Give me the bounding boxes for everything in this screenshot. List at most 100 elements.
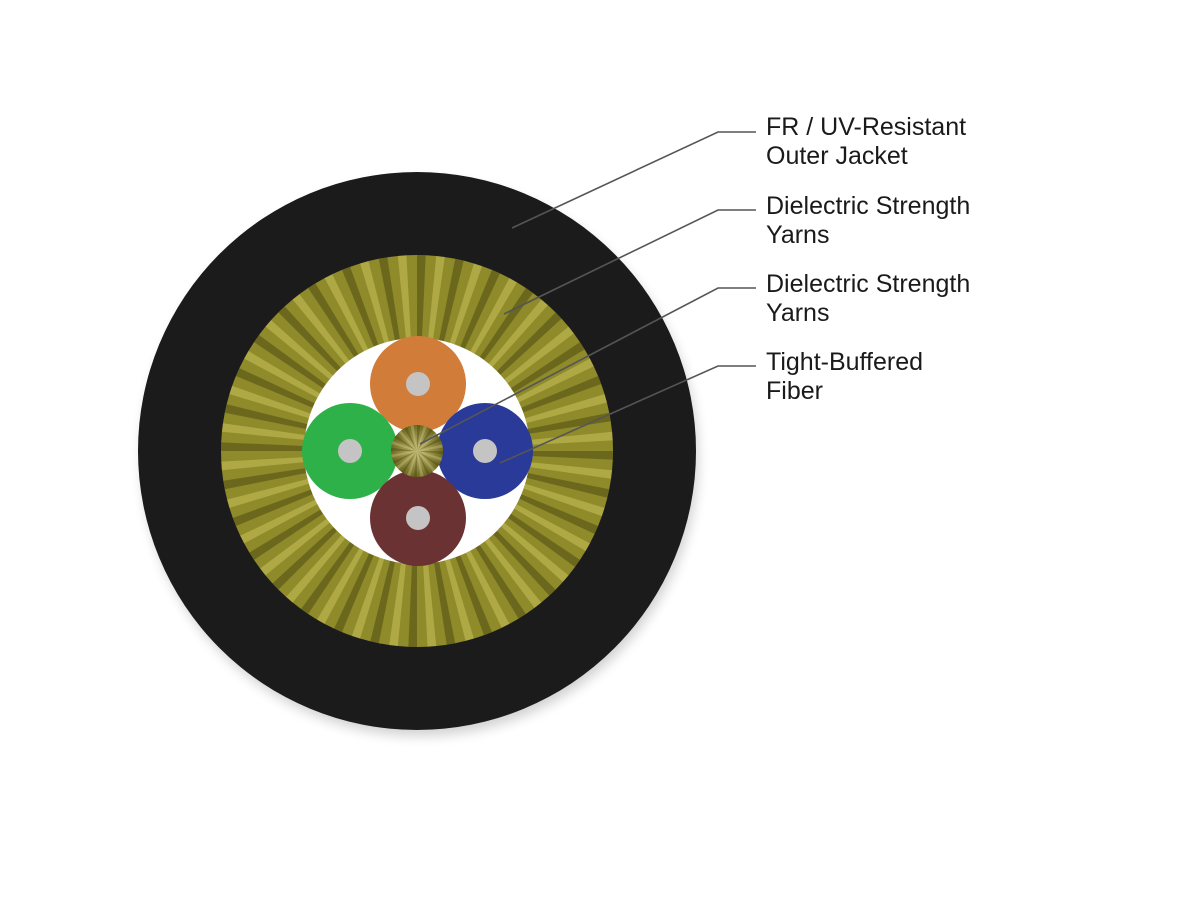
callout-line: Dielectric Strength <box>766 270 971 298</box>
strength-yarn-strand <box>529 451 613 460</box>
central-member-strand <box>391 451 417 458</box>
strength-yarn-strand <box>439 258 464 342</box>
strength-yarn-strand <box>278 306 341 372</box>
strength-yarn-strand <box>460 269 500 349</box>
callout-outer-jacket-label: FR / UV-Resistant Outer Jacket <box>766 113 1166 171</box>
strength-yarn-strand <box>224 404 308 429</box>
strength-yarn-strand <box>428 255 445 340</box>
strength-yarn-strand <box>249 509 324 560</box>
strength-yarn-strand <box>423 563 437 647</box>
fiber-core <box>338 439 362 463</box>
central-member-strand <box>404 426 417 451</box>
central-strength-member <box>391 425 443 477</box>
strength-yarn-strand <box>501 522 569 582</box>
central-member-strand <box>417 451 430 476</box>
strength-yarn-strand <box>525 394 607 424</box>
strength-yarn-strand <box>455 555 493 636</box>
strength-yarn-strand <box>221 442 305 451</box>
strength-yarn-strand <box>244 351 320 398</box>
strength-yarn-strand <box>488 299 548 367</box>
leader-line-yarns-2 <box>419 287 756 445</box>
strength-yarn-strand <box>408 563 417 647</box>
central-member-strand <box>401 451 417 474</box>
strength-yarn-strand <box>272 527 338 590</box>
strength-yarn-strand <box>260 518 330 576</box>
strength-yarn-strand <box>496 312 562 375</box>
strength-yarn-strand <box>254 335 326 389</box>
strength-yarn-strand <box>397 255 411 339</box>
fiber-core <box>406 372 430 396</box>
central-member-strand <box>407 451 417 477</box>
strength-yarn-strand <box>324 274 369 352</box>
callout-strength-yarns-label: Dielectric Strength Yarns <box>766 192 1166 250</box>
strength-yarn-strand <box>370 560 395 644</box>
strength-yarn-strand <box>504 326 574 384</box>
strength-yarn-strand <box>301 542 355 614</box>
callout-line: Fiber <box>766 377 823 405</box>
central-member-strand <box>417 451 440 467</box>
callout-line: Tight-Buffered <box>766 348 924 376</box>
strength-yarn-strand <box>292 294 350 364</box>
central-member-strand <box>417 451 436 472</box>
callout-tight-buffered-fiber-label: Tight-Buffered Fiber <box>766 348 1166 406</box>
strength-yarn-strand <box>519 494 599 534</box>
callout-line: FR / UV-Resistant <box>766 113 967 141</box>
central-member-strand <box>417 425 427 451</box>
central-member-strand <box>417 451 424 477</box>
central-member-strand <box>394 435 417 451</box>
strength-yarn-strand <box>508 513 580 567</box>
central-member-strand <box>398 430 417 451</box>
strength-yarn-strand <box>232 489 313 527</box>
leader-line-jacket <box>511 131 756 229</box>
strength-yarn-strand <box>235 368 315 408</box>
strength-yarn-strand <box>360 261 390 343</box>
strength-yarn-strand <box>475 544 526 619</box>
central-member-strand <box>413 451 417 477</box>
strength-yarn-strand <box>465 550 510 628</box>
callout-line: Yarns <box>766 299 830 327</box>
strength-yarn-strand <box>351 557 385 639</box>
central-member-strand <box>417 451 443 461</box>
callout-line: Outer Jacket <box>766 142 908 170</box>
strength-yarn-strand <box>528 462 613 479</box>
strength-yarn-ring <box>221 255 613 647</box>
central-member-strand <box>417 444 443 451</box>
central-member-strand <box>417 428 433 451</box>
strength-yarn-strand <box>221 457 305 471</box>
strength-yarn-strand <box>265 320 333 380</box>
central-member-strand <box>396 451 417 470</box>
strength-yarn-strand <box>334 553 374 633</box>
strength-yarn-strand <box>529 431 613 445</box>
strength-yarn-strand <box>527 412 611 434</box>
strength-yarn-strand <box>317 548 364 624</box>
strength-yarn-strand <box>434 561 456 645</box>
strength-yarn-strand <box>493 530 556 596</box>
strength-yarn-strand <box>516 358 594 403</box>
callout-leader-lines <box>419 131 756 464</box>
strength-yarn-strand <box>223 468 307 490</box>
central-member-strand <box>391 447 417 451</box>
leader-line-yarns-1 <box>503 209 756 315</box>
central-member-strand <box>417 425 421 451</box>
strength-yarn-strand <box>378 257 400 341</box>
strength-yarn-strand <box>510 342 585 393</box>
callout-line: Dielectric Strength <box>766 192 971 220</box>
leader-line-fiber <box>499 365 756 464</box>
strength-yarn-strand <box>229 385 311 419</box>
strength-yarn-strand <box>449 263 483 345</box>
strength-yarn-strand <box>286 535 346 603</box>
strength-yarn-strand <box>484 538 542 608</box>
strength-yarn-strand <box>523 483 605 517</box>
strength-yarn-strand <box>417 255 426 339</box>
strength-yarn-strand <box>240 499 318 544</box>
central-member-strand <box>392 451 417 464</box>
strength-yarn-strand <box>227 478 309 508</box>
strength-yarn-strand <box>514 504 590 551</box>
strength-yarn-strand <box>389 562 406 647</box>
central-member-strand <box>417 451 443 455</box>
strength-yarn-strand <box>341 266 379 347</box>
strength-yarn-strand <box>526 473 610 498</box>
strength-yarn-strand <box>470 278 517 354</box>
fiber-core <box>473 439 497 463</box>
